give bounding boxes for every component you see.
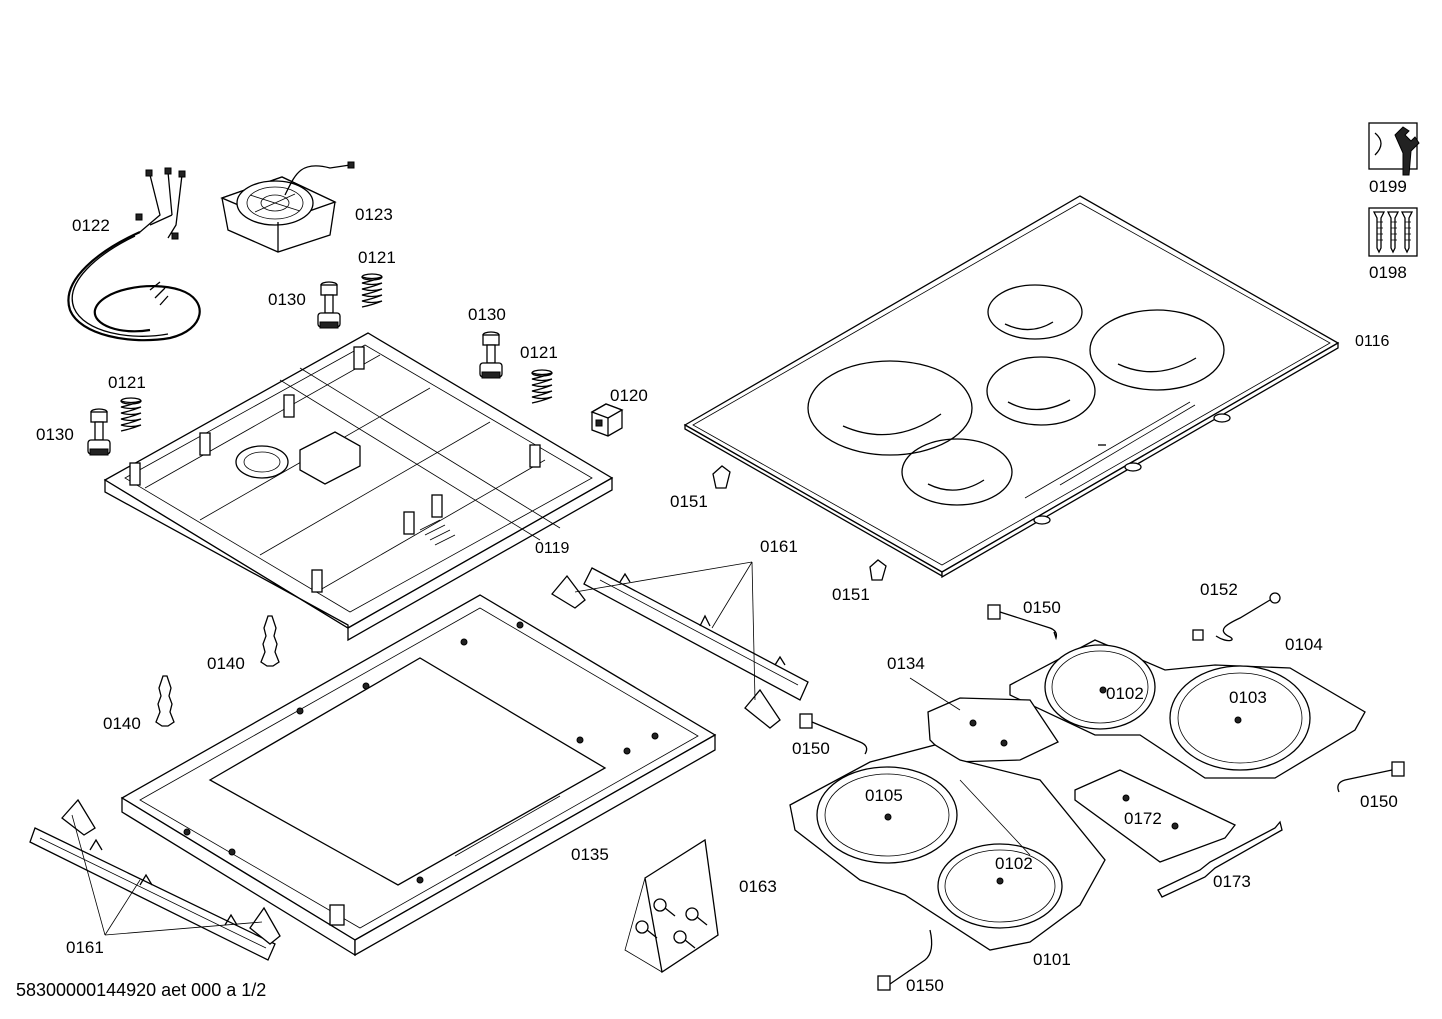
label-0140-a: 0140 (207, 654, 245, 673)
label-0104: 0104 (1285, 635, 1323, 654)
label-0151-b: 0151 (832, 585, 870, 604)
document-code: 58300000144920 aet 000 a 1/2 (16, 980, 267, 1000)
screw-bag-part (624, 838, 719, 974)
label-0135: 0135 (571, 845, 609, 864)
label-0121-b: 0121 (520, 343, 558, 362)
spring-part-c (120, 397, 142, 432)
label-0123: 0123 (355, 205, 393, 224)
label-0172: 0172 (1124, 809, 1162, 828)
label-0173: 0173 (1213, 872, 1251, 891)
ceramic-hob-top-part (683, 195, 1340, 579)
label-0152: 0152 (1200, 580, 1238, 599)
cable-clip-part-b (799, 713, 868, 755)
label-0150-b: 0150 (792, 739, 830, 758)
insulation-plate-part (927, 697, 1059, 763)
foot-part-b (155, 675, 175, 727)
label-0120: 0120 (610, 386, 648, 405)
label-0150-d: 0150 (906, 976, 944, 995)
rail-part-left (29, 798, 281, 961)
label-0102-a: 0102 (1106, 684, 1144, 703)
label-0130-a: 0130 (268, 290, 306, 309)
label-0122: 0122 (72, 216, 110, 235)
spring-part-b (531, 369, 553, 404)
label-0116: 0116 (1355, 333, 1390, 350)
label-0161-b: 0161 (66, 938, 104, 957)
label-0130-b: 0130 (468, 305, 506, 324)
foot-part-a (260, 615, 280, 667)
coil-carrier-plate-right (1009, 639, 1366, 779)
plate-leader-lines (909, 677, 961, 711)
connector-block-part (590, 403, 624, 437)
label-0134: 0134 (887, 654, 925, 673)
label-0102-b: 0102 (995, 854, 1033, 873)
spring-part-a (361, 273, 383, 308)
label-0105: 0105 (865, 786, 903, 805)
label-0151-a: 0151 (670, 492, 708, 511)
frame-part (120, 594, 717, 957)
wrench-icon (1368, 122, 1420, 176)
label-0198: 0198 (1369, 263, 1407, 282)
cable-clip-part-d (877, 929, 933, 991)
label-0119: 0119 (535, 540, 570, 557)
label-0130-c: 0130 (36, 425, 74, 444)
cable-harness-part (67, 167, 201, 342)
pin-part-c (87, 408, 111, 456)
sensor-part (1192, 592, 1281, 642)
coil-carrier-plate-left (789, 744, 1106, 951)
label-0103: 0103 (1229, 688, 1267, 707)
rail-part-right (551, 567, 809, 729)
pin-part-b (479, 331, 503, 379)
lower-housing-part (103, 332, 614, 642)
label-0101: 0101 (1033, 950, 1071, 969)
cable-clip-part-c (1337, 761, 1405, 793)
shield-plate-part (1074, 769, 1237, 863)
screws-icon (1368, 207, 1418, 257)
cable-clip-part-a (987, 604, 1058, 641)
pin-part-a (317, 281, 341, 329)
rail-leader-lines (71, 561, 756, 936)
label-0121-a: 0121 (358, 248, 396, 267)
bracket-part (1157, 820, 1283, 898)
clip-part-b (869, 559, 887, 581)
label-0199: 0199 (1369, 177, 1407, 196)
label-0140-b: 0140 (103, 714, 141, 733)
label-0161-a: 0161 (760, 537, 798, 556)
label-0150-c: 0150 (1360, 792, 1398, 811)
label-0121-c: 0121 (108, 373, 146, 392)
clip-part-a (712, 465, 731, 489)
label-0163: 0163 (739, 877, 777, 896)
label-0150-a: 0150 (1023, 598, 1061, 617)
fan-part (220, 161, 355, 253)
